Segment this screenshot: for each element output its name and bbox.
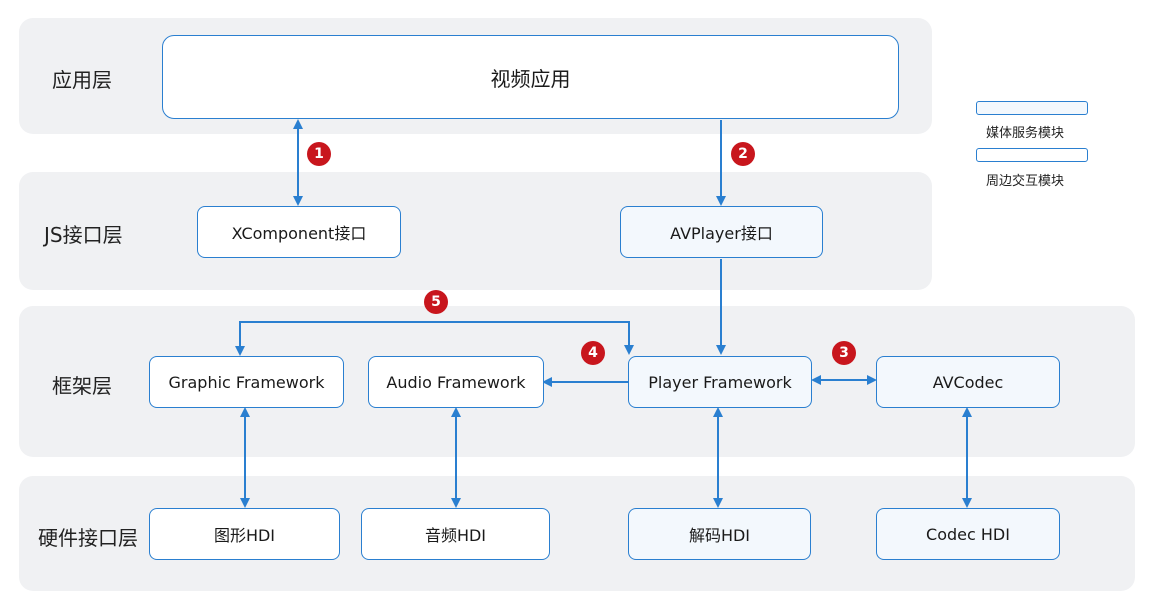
step-badge-1: 1	[307, 142, 331, 166]
legend-peripheral-swatch	[976, 148, 1088, 162]
layer-framework-label: 框架层	[52, 374, 112, 398]
avplayer-interface-box: AVPlayer接口	[620, 206, 823, 258]
step-badge-2: 2	[731, 142, 755, 166]
step-badge-4: 4	[581, 341, 605, 365]
decode-hdi-box: 解码HDI	[628, 508, 811, 560]
video-app-box: 视频应用	[162, 35, 899, 119]
layer-hardware-label: 硬件接口层	[38, 526, 138, 550]
audio-hdi-box: 音频HDI	[361, 508, 550, 560]
xcomponent-interface-box: XComponent接口	[197, 206, 401, 258]
layer-js-label: JS接口层	[44, 223, 123, 247]
player-framework-box: Player Framework	[628, 356, 812, 408]
avcodec-box: AVCodec	[876, 356, 1060, 408]
graphic-hdi-box: 图形HDI	[149, 508, 340, 560]
layer-app-label: 应用层	[52, 68, 112, 92]
step-badge-5: 5	[424, 290, 448, 314]
step-badge-3: 3	[832, 341, 856, 365]
legend-peripheral-label: 周边交互模块	[986, 174, 1065, 189]
legend-media-label: 媒体服务模块	[986, 126, 1065, 141]
audio-framework-box: Audio Framework	[368, 356, 544, 408]
legend-media-swatch	[976, 101, 1088, 115]
arrow-graphic-player	[235, 321, 634, 356]
graphic-framework-box: Graphic Framework	[149, 356, 344, 408]
codec-hdi-box: Codec HDI	[876, 508, 1060, 560]
